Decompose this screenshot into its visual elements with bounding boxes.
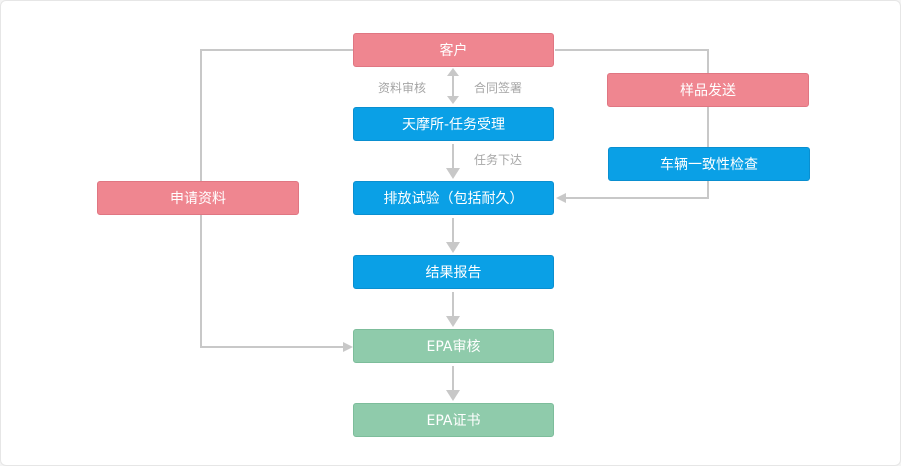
node-vehicle-check: 车辆一致性检查	[608, 147, 810, 181]
double-arrow-up-head	[447, 68, 459, 76]
label-task-issue: 任务下达	[474, 153, 523, 167]
node-task-acceptance: 天摩所-任务受理	[353, 107, 554, 141]
arrowhead-5	[446, 390, 460, 401]
node-customer: 客户	[353, 33, 554, 67]
right-loop-arrowhead	[556, 193, 566, 203]
node-emission-test: 排放试验（包括耐久）	[353, 181, 554, 215]
label-doc-review: 资料审核	[378, 81, 427, 95]
node-epa-review: EPA审核	[353, 329, 554, 363]
right-loop-line	[555, 49, 709, 199]
arrowhead-3	[446, 242, 460, 253]
arrowhead-2	[446, 168, 460, 179]
label-contract-sign: 合同签署	[474, 81, 523, 95]
node-apply-documents: 申请资料	[97, 181, 299, 215]
node-result-report: 结果报告	[353, 255, 554, 289]
double-arrow-down-head	[447, 96, 459, 104]
node-sample-delivery: 样品发送	[607, 73, 809, 107]
arrowhead-4	[446, 316, 460, 327]
node-epa-certificate: EPA证书	[353, 403, 554, 437]
left-loop-arrowhead	[343, 342, 353, 352]
